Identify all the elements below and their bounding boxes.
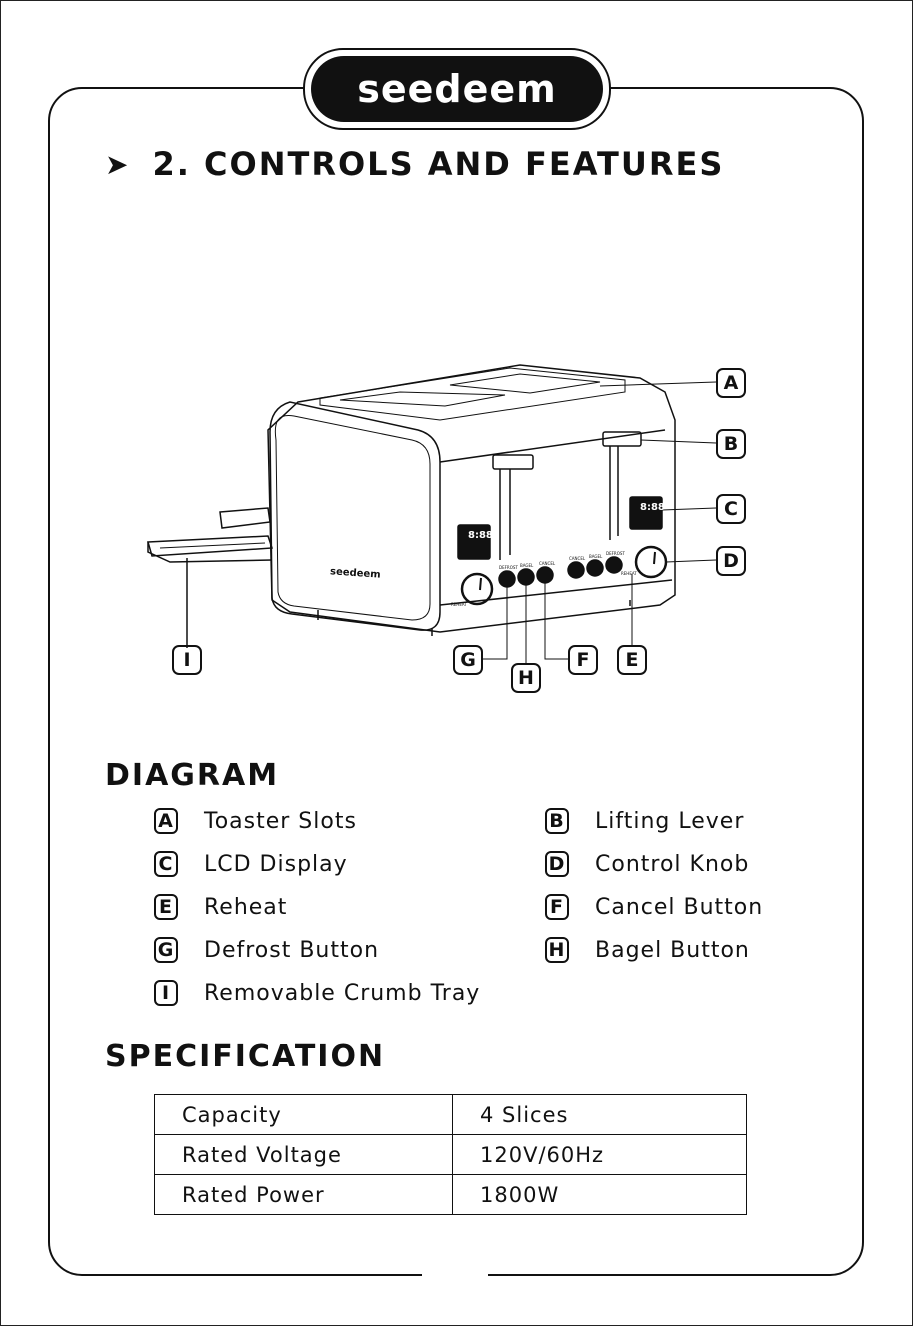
- legend-item-g: G Defrost Button: [154, 937, 379, 963]
- panel-label-defrost-left: DEFROST: [499, 565, 518, 570]
- table-row: Capacity 4 Slices: [154, 1094, 747, 1135]
- lcd-displays: [457, 496, 663, 560]
- brand-logo: seedeem: [311, 56, 603, 122]
- legend-label: Cancel Button: [595, 894, 764, 920]
- legend-letter: H: [545, 937, 569, 963]
- spec-value: 4 Slices: [452, 1094, 747, 1135]
- legend-label: LCD Display: [204, 851, 348, 877]
- toaster-diagram: [147, 364, 717, 663]
- panel-label-cancel-left: CANCEL: [539, 561, 556, 566]
- callout-label-f: F: [568, 645, 598, 675]
- diagram-title: DIAGRAM: [105, 758, 280, 793]
- callout-label-b: B: [716, 429, 746, 459]
- arrow-icon: ➤: [105, 147, 131, 181]
- panel-label-cancel-right: CANCEL: [569, 556, 586, 561]
- panel-buttons: [498, 556, 623, 588]
- legend-item-b: B Lifting Lever: [545, 808, 744, 834]
- table-row: Rated Power 1800W: [154, 1174, 747, 1215]
- specification-table: Capacity 4 Slices Rated Voltage 120V/60H…: [154, 1094, 747, 1215]
- legend-item-h: H Bagel Button: [545, 937, 750, 963]
- callout-label-e: E: [617, 645, 647, 675]
- callout-label-d: D: [716, 546, 746, 576]
- crumb-tray: [147, 507, 274, 648]
- legend-label: Toaster Slots: [204, 808, 357, 834]
- panel-label-reheat-left: REHEAT: [451, 602, 467, 607]
- callout-label-a: A: [716, 368, 746, 398]
- legend-letter: A: [154, 808, 178, 834]
- specification-title: SPECIFICATION: [105, 1039, 386, 1074]
- lifting-levers: [492, 431, 642, 560]
- spec-name: Capacity: [154, 1094, 453, 1135]
- legend-letter: I: [154, 980, 178, 1006]
- callout-label-g: G: [453, 645, 483, 675]
- lcd-readout-right: 8:88: [640, 502, 665, 513]
- legend-item-i: I Removable Crumb Tray: [154, 980, 480, 1006]
- legend-label: Removable Crumb Tray: [204, 980, 481, 1006]
- table-row: Rated Voltage 120V/60Hz: [154, 1134, 747, 1175]
- legend-letter: B: [545, 808, 569, 834]
- legend-item-f: F Cancel Button: [545, 894, 763, 920]
- legend-item-d: D Control Knob: [545, 851, 749, 877]
- leader-lines: [483, 381, 717, 663]
- legend-label: Bagel Button: [595, 937, 750, 963]
- spec-name: Rated Voltage: [154, 1134, 453, 1175]
- panel-label-defrost-right: DEFROST: [606, 551, 625, 556]
- legend-item-c: C LCD Display: [154, 851, 348, 877]
- legend-letter: F: [545, 894, 569, 920]
- lcd-readout-left: 8:88: [468, 530, 493, 541]
- legend-label: Defrost Button: [204, 937, 380, 963]
- heading-text: 2. CONTROLS AND FEATURES: [152, 145, 725, 183]
- callout-label-c: C: [716, 494, 746, 524]
- legend-letter: G: [154, 937, 178, 963]
- toaster-body: [267, 364, 676, 636]
- panel-label-bagel-right: BAGEL: [589, 554, 603, 559]
- section-heading: ➤ 2. CONTROLS AND FEATURES: [105, 145, 724, 183]
- legend-label: Lifting Lever: [595, 808, 745, 834]
- spec-value: 120V/60Hz: [452, 1134, 747, 1175]
- legend-label: Reheat: [204, 894, 288, 920]
- legend-letter: D: [545, 851, 569, 877]
- legend-letter: E: [154, 894, 178, 920]
- spec-value: 1800W: [452, 1174, 747, 1215]
- legend-label: Control Knob: [595, 851, 750, 877]
- callout-label-i: I: [172, 645, 202, 675]
- frame-gap: [422, 1264, 488, 1278]
- legend-letter: C: [154, 851, 178, 877]
- spec-name: Rated Power: [154, 1174, 453, 1215]
- callout-label-h: H: [511, 663, 541, 693]
- legend-item-e: E Reheat: [154, 894, 287, 920]
- panel-label-reheat-right: REHEAT: [621, 571, 637, 576]
- legend-item-a: A Toaster Slots: [154, 808, 357, 834]
- panel-label-bagel-left: BAGEL: [520, 563, 534, 568]
